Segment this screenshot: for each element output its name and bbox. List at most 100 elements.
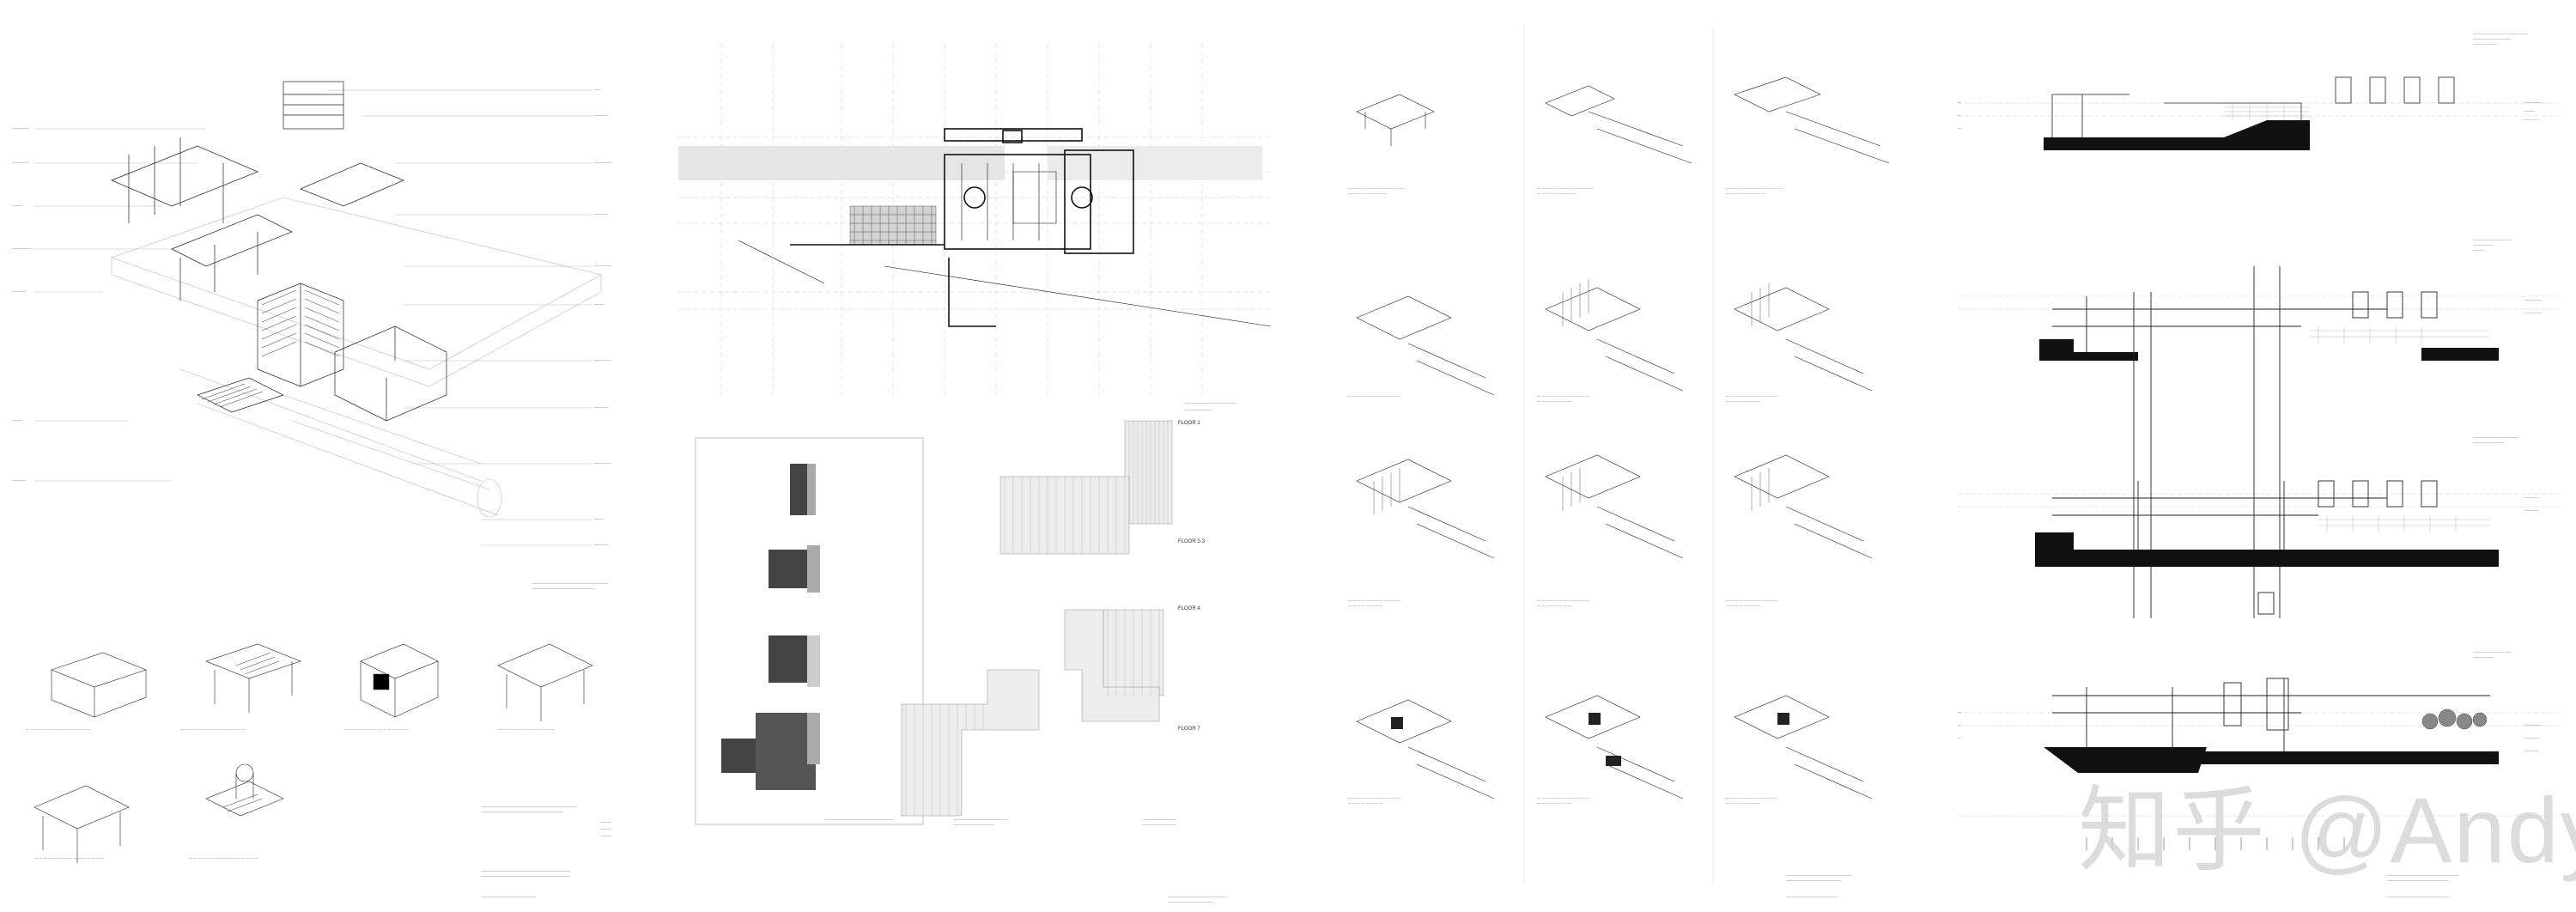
sections-drawing: —————————————————————————————————— —————… [1958, 31, 2559, 898]
svg-text:————————————————: ———————————————— [1786, 878, 1841, 882]
svg-text:————————————————: ———————————————— [2473, 31, 2528, 35]
svg-text:——————————————————: —————————————————— [2387, 878, 2449, 882]
svg-text:————————————————————: ———————————————————— [824, 817, 893, 821]
floor-label-2: FLOOR 2-3 [1178, 539, 1206, 544]
svg-text:————: ———— [594, 542, 608, 546]
svg-text:— — — — — — — — — — — —: — — — — — — — — — — — — [1348, 598, 1400, 602]
svg-text:——————: —————— [2473, 654, 2494, 659]
svg-text:— — — — — — — —: — — — — — — — — [1537, 800, 1571, 805]
svg-text:————: ———— [2524, 508, 2538, 512]
sheet-plan: ————————————————— ————————————— ————————… [653, 0, 1305, 912]
svg-text:—————————————————: ————————————————— [1168, 894, 1226, 898]
svg-text:—: — [1958, 100, 1961, 104]
svg-text:——————————————————————————: —————————————————————————— [481, 873, 570, 878]
svg-text:——————————————————: —————————————————— [2387, 894, 2449, 898]
svg-text:———————————: ——————————— [2473, 649, 2511, 654]
svg-text:— — — — — — — — — — — — —: — — — — — — — — — — — — — [1537, 185, 1593, 190]
svg-text:—: — [1958, 722, 1961, 727]
svg-text:———————————: ——————————— [2473, 237, 2511, 241]
svg-text:—————————————: ————————————— [1168, 899, 1212, 903]
svg-text:—————: ————— [594, 263, 611, 267]
svg-text:————: ———— [2524, 748, 2538, 752]
svg-text:————: ———— [594, 404, 608, 409]
svg-text:— — — — — — — — — — — — — — —: — — — — — — — — — — — — — — — [180, 727, 246, 731]
svg-text:— — — — — — — — — — — —: — — — — — — — — — — — — [1537, 393, 1589, 398]
svg-text:————————: ———————— [1185, 407, 1212, 411]
svg-text:— — — — — — — — — — — — — — —: — — — — — — — — — — — — — — — — [189, 855, 258, 860]
svg-text:— — — — — — — — —: — — — — — — — — — [1348, 191, 1387, 195]
sheet-sequence: — — — — — — — — — — — — —— — — — — — — —… [1305, 0, 1941, 912]
svg-text:— — — — — — — —: — — — — — — — — [1726, 398, 1760, 403]
svg-text:——————————————————————————: —————————————————————————— [481, 868, 570, 872]
svg-text:——————: —————— [12, 246, 33, 250]
svg-text:— — — — — — — — — — — — — — —: — — — — — — — — — — — — — — — [343, 727, 409, 731]
svg-text:————: ———— [2524, 117, 2538, 121]
svg-text:—————: ————— [594, 357, 611, 362]
sheet-sections: —————————————————————————————————— —————… [1941, 0, 2576, 912]
svg-text:— — — — — — — — —: — — — — — — — — — [1726, 191, 1765, 195]
svg-text:— — — — — — — —: — — — — — — — — [1348, 603, 1382, 607]
svg-text:— — — — — — — —: — — — — — — — — [1726, 603, 1760, 607]
svg-text:— — — — — — — — —: — — — — — — — — — [1537, 191, 1576, 195]
svg-text:— — — — — — — — — — — — —: — — — — — — — — — — — — — [1348, 185, 1404, 190]
floor-label-1: FLOOR 1 [1178, 421, 1200, 426]
svg-text:——————————: —————————— [1142, 817, 1176, 821]
plan-drawing: ————————————————— ————————————— ————————… [678, 43, 1272, 903]
svg-text:—————: ————— [2524, 297, 2542, 301]
svg-text:— — — — — — — — — — — —: — — — — — — — — — — — — [1726, 393, 1777, 398]
svg-text:———————: ——————— [2473, 41, 2497, 46]
svg-text:—————: ————— [12, 160, 29, 164]
svg-text:—: — [1958, 735, 1961, 739]
svg-text:———: ——— [601, 833, 611, 837]
watermark-text: 知乎 @Andy [2078, 778, 2576, 882]
svg-text:— — — — — — — — — — — —: — — — — — — — — — — — — [1348, 393, 1400, 398]
svg-text:————————————————————————————: ———————————————————————————— [481, 804, 577, 808]
svg-text:———: ——— [601, 826, 611, 830]
svg-text:———: ——— [12, 417, 22, 422]
svg-text:— — — — — — — — — — — — —: — — — — — — — — — — — — — [498, 727, 554, 731]
svg-text:————: ———— [2524, 495, 2538, 499]
svg-text:———: ——— [594, 301, 605, 306]
svg-text:———: ——— [594, 516, 605, 520]
svg-text:— — — — — — — — — — — —: — — — — — — — — — — — — [1726, 598, 1777, 602]
svg-text:——————————————————: —————————————————— [532, 586, 594, 590]
svg-text:— — — — — — — — — — — — — — —: — — — — — — — — — — — — — — — [26, 727, 91, 731]
floor-label-4: FLOOR 7 [1178, 727, 1200, 732]
axonometric-drawing: ————————————— ————————————— ———— ———————… [12, 81, 611, 898]
svg-text:————: ———— [12, 477, 26, 482]
svg-text:—: — [1958, 709, 1961, 714]
svg-text:———————————————————: ——————————————————— [1786, 872, 1851, 877]
svg-text:—————————————: ————————————— [2473, 435, 2518, 439]
svg-text:— — — — — — — —: — — — — — — — — [1348, 800, 1382, 805]
svg-text:————————————————: ———————————————— [953, 817, 1008, 821]
svg-text:———————————————: ——————————————— [1786, 894, 1838, 898]
svg-text:— — — — — — — —: — — — — — — — — [1537, 603, 1571, 607]
svg-text:——: —— [594, 87, 601, 91]
svg-text:— — — — — — — — — — — —: — — — — — — — — — — — — [1348, 795, 1400, 800]
svg-text:——————————: —————————— [1142, 822, 1176, 826]
svg-text:————————————————————————: ———————————————————————— [481, 809, 563, 813]
svg-text:— — — — — — — —: — — — — — — — — [1726, 800, 1760, 805]
svg-text:——————————————————————: —————————————————————— [532, 581, 608, 585]
svg-text:— — — — — — — — — — — —: — — — — — — — — — — — — [1726, 795, 1777, 800]
svg-text:— — — — — — — —: — — — — — — — — [1537, 398, 1571, 403]
svg-text:———: ——— [2524, 108, 2535, 112]
svg-text:————: ———— [594, 211, 608, 216]
sheet-axonometric: ————————————— ————————————— ———— ———————… [0, 0, 653, 912]
svg-text:———————————: ——————————— [2473, 36, 2511, 40]
svg-text:— — — — — — — — — — — — —: — — — — — — — — — — — — — [1726, 185, 1782, 190]
svg-text:————: ———— [2524, 735, 2538, 739]
sequence-drawing: — — — — — — — — — — — — —— — — — — — — —… [1348, 26, 1890, 898]
svg-text:—: — [1958, 112, 1961, 117]
svg-text:—————: ————— [2524, 310, 2542, 314]
svg-text:———: ——— [601, 819, 611, 824]
svg-text:————————————————: ———————————————— [481, 894, 536, 898]
svg-text:—————: ————— [594, 460, 611, 465]
svg-text:— — — — — — — — — — — — — — —: — — — — — — — — — — — — — — — — [34, 855, 104, 860]
svg-text:—————: ————— [12, 125, 29, 130]
svg-text:———: ——— [12, 203, 22, 207]
svg-text:——————: —————— [2473, 242, 2494, 246]
svg-text:—: — [1958, 125, 1961, 130]
svg-text:—————: ————— [2524, 100, 2542, 104]
svg-text:—————————: ————————— [2473, 440, 2504, 444]
